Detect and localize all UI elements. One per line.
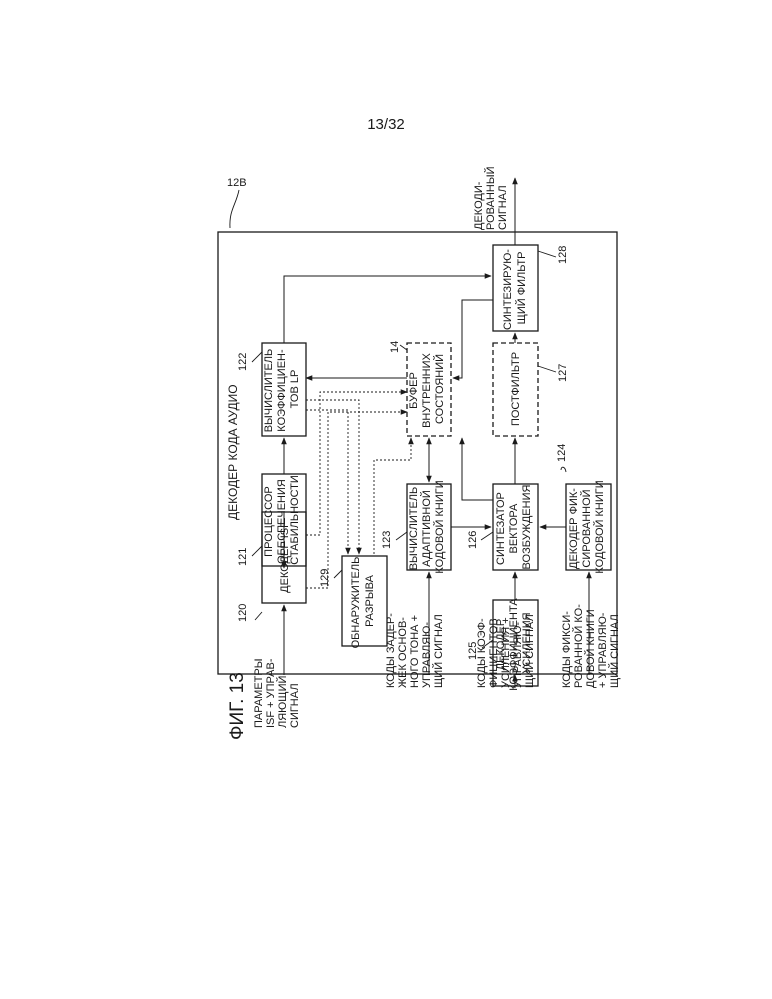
connections <box>284 178 589 688</box>
state-buffer-label: БУФЕР ВНУТРЕННИХ СОСТОЯНИЙ <box>408 350 446 428</box>
input-fixed-codebook: КОДЫ ФИКСИ- РОВАННОЙ КО- ДОВОЙ КНИГИ + У… <box>561 601 621 688</box>
stability-processor-label: ПРОЦЕССОР ОБЕСПЕЧЕНИЯ СТАБИЛЬНОСТИ <box>263 475 301 565</box>
ref-14: 14 <box>389 341 401 353</box>
synth-filter-label: СИНТЕЗИРУЮ- ЩИЙ ФИЛЬТР <box>502 246 528 330</box>
ref-123: 123 <box>381 531 393 549</box>
ref-126: 126 <box>467 531 479 549</box>
lp-calculator-label: ВЫЧИСЛИТЕЛЬ КОЭФФИЦИЕН- ТОВ LP <box>263 346 301 433</box>
excitation-synth-label: СИНТЕЗАТОР ВЕКТОРА ВОЗБУЖДЕНИЯ <box>495 485 533 570</box>
postfilter-label: ПОСТФИЛЬТР <box>510 352 522 426</box>
decoder-ref-leader <box>230 190 239 228</box>
adaptive-codebook-label: ВЫЧИСЛИТЕЛЬ АДАПТИВНОЙ КОДОВОЙ КНИГИ <box>408 480 446 573</box>
ref-128: 128 <box>557 246 569 264</box>
ref-127: 127 <box>557 364 569 382</box>
output-label: ДЕКОДИ- РОВАННЫЙ СИГНАЛ <box>473 163 509 230</box>
gap-detector-label: ОБНАРУЖИТЕЛЬ РАЗРЫВА <box>350 554 376 649</box>
ref-120: 120 <box>237 604 249 622</box>
input-gain-codes: КОДЫ КОЭФ- ФИЦИЕНТОВ УСИЛЕНИЯ + УПРАВЛЯЮ… <box>476 614 536 688</box>
input-pitch-lag: КОДЫ ЗАДЕР- ЖЕК ОСНОВ- НОГО ТОНА + УПРАВ… <box>385 610 445 688</box>
decoder-title: ДЕКОДЕР КОДА АУДИО <box>226 384 240 520</box>
fixed-codebook-label: ДЕКОДЕР ФИК- СИРОВАННОЙ КОДОВОЙ КНИГИ <box>568 480 606 573</box>
decoder-ref: 12B <box>227 177 247 189</box>
ref-129: 129 <box>319 569 331 587</box>
ref-122: 122 <box>237 353 249 371</box>
ref-121: 121 <box>237 548 249 566</box>
figure-label: ФИГ. 13 <box>227 672 248 740</box>
input-isf-params: ПАРАМЕТРЫ ISF + УПРАВ- ЛЯЮЩИЙ СИГНАЛ <box>253 655 301 728</box>
ref-124: 124 <box>556 444 568 462</box>
